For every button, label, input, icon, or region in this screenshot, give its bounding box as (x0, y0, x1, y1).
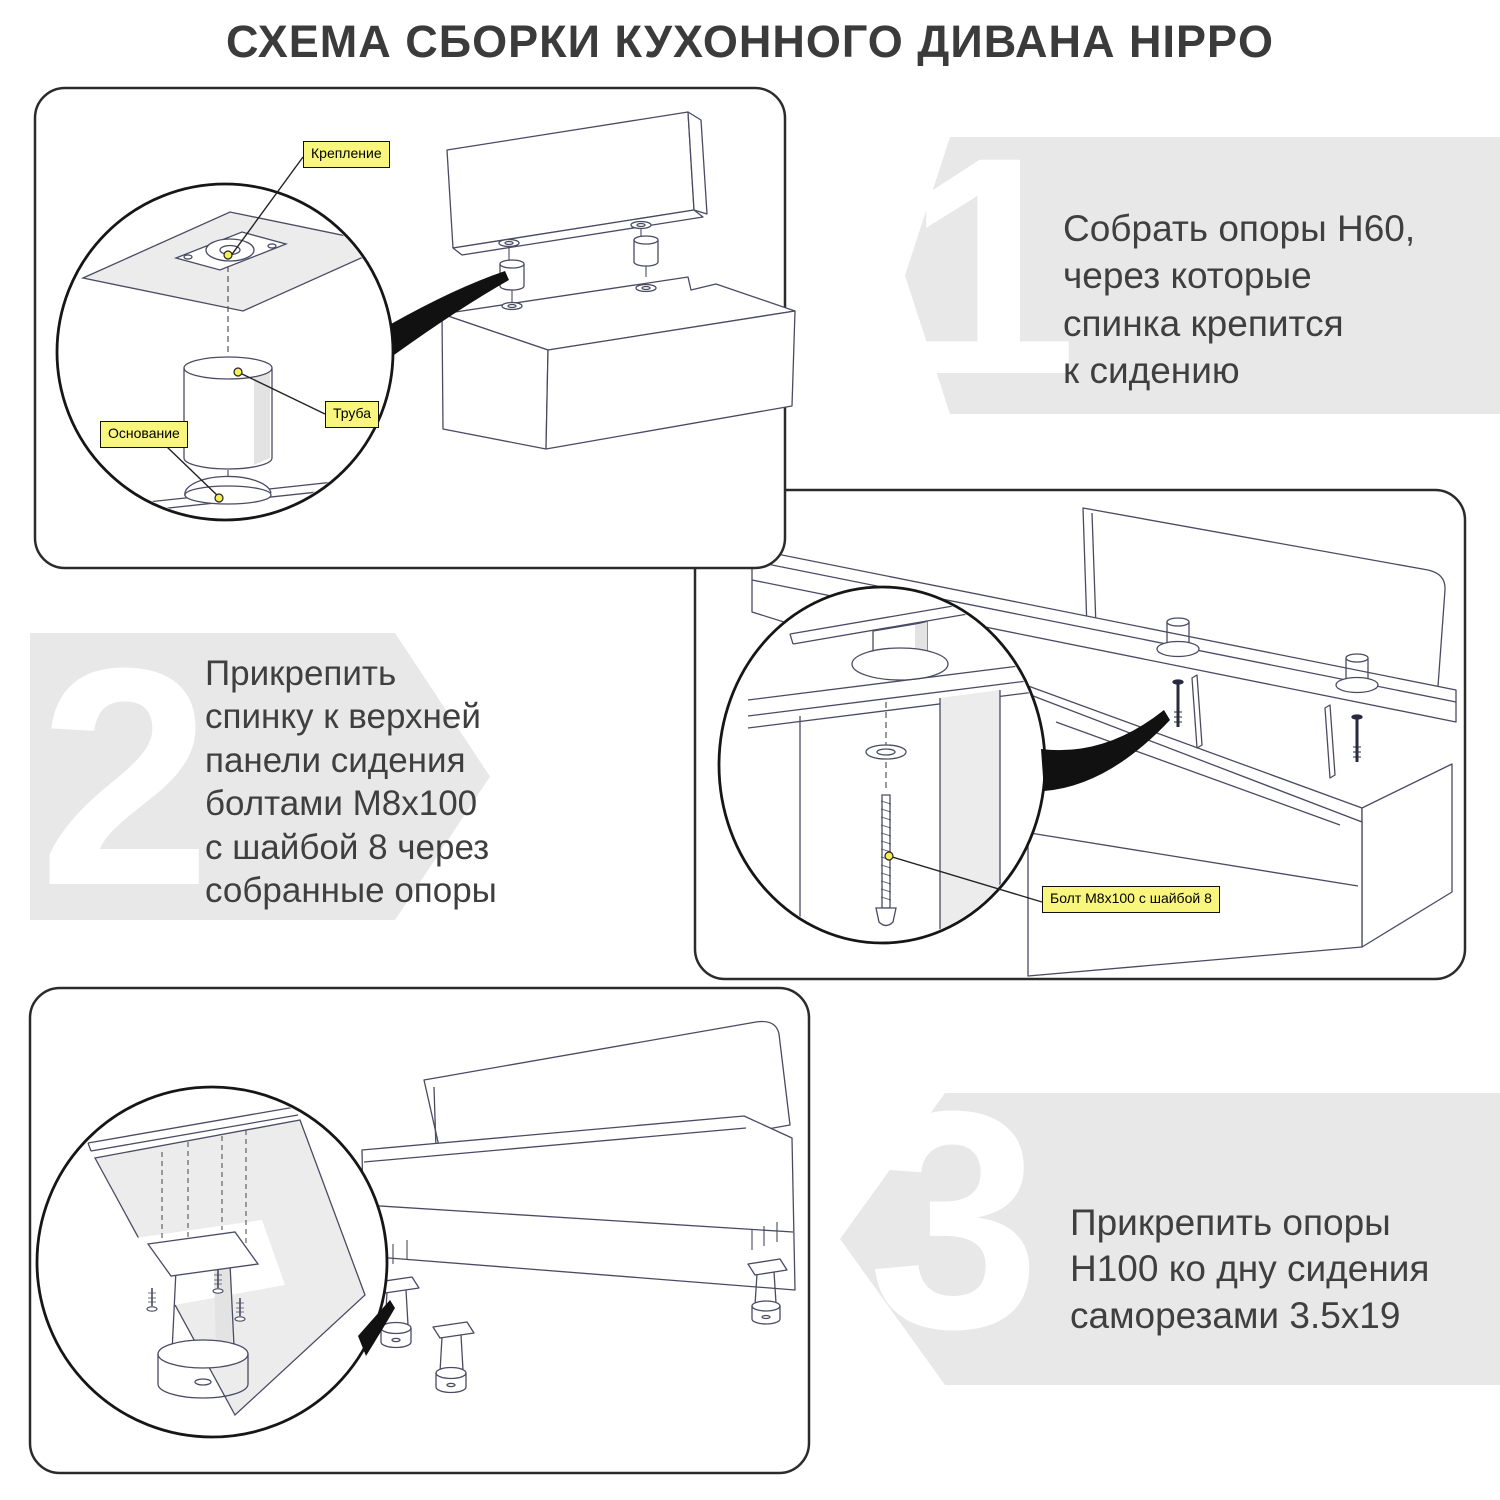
marker-dot-bolt (884, 851, 894, 861)
detail-circle-contents (80, 211, 391, 517)
support-h60-right (1335, 653, 1379, 694)
marker-dot-krepenie (223, 250, 233, 260)
backrest-seat-exploded-drawing (441, 111, 796, 450)
page-title-main: СХЕМА СБОРКИ КУХОННОГО ДИВАНА (225, 16, 1116, 67)
step-1-arrow-shape (905, 137, 1500, 414)
callout-label-bolt: Болт М8х100 с шайбой 8 (1042, 886, 1220, 913)
callout-label-osnovanie: Основание (100, 421, 188, 448)
support-h60-left (1156, 617, 1200, 658)
step-1-number: 1 (905, 92, 1077, 439)
marker-dot-truba (233, 367, 243, 377)
callout-wedge-step2 (1041, 710, 1170, 791)
bolt-right (1351, 714, 1363, 762)
detail-circle-leg-contents (87, 1106, 366, 1417)
callout-wedge-step1 (391, 271, 509, 355)
step-2-arrow-shape (30, 633, 490, 920)
bolt-left (1172, 679, 1184, 727)
spacer-supports (499, 235, 659, 303)
leg-front-right (747, 1258, 788, 1325)
panel-step-1 (33, 86, 796, 570)
marker-dot-osnovanie (214, 493, 224, 503)
panel-step-3 (28, 986, 811, 1475)
callout-label-krepenie: Крепление (303, 141, 390, 168)
leader-lines (165, 156, 326, 498)
step-2-number: 2 (38, 603, 211, 950)
page-title: СХЕМА СБОРКИ КУХОННОГО ДИВАНА HIPPO (0, 16, 1500, 68)
step-1-text: Собрать опоры Н60, через которые спинка … (1063, 208, 1416, 392)
step-3-arrow-shape (840, 1093, 1500, 1385)
screws-3-5x19 (146, 1270, 246, 1322)
sofa-legs-drawing (361, 1020, 796, 1394)
callout-wedge-step3 (358, 1300, 395, 1356)
leg-front-mid (432, 1321, 475, 1394)
page-title-brand: HIPPO (1128, 16, 1275, 67)
callout-label-truba: Труба (325, 401, 380, 428)
step-3-number: 3 (868, 1046, 1040, 1393)
leader-line-bolt (888, 855, 1043, 903)
step-2-text: Прикрепить спинку к верхней панели сиден… (205, 654, 497, 910)
step-3-text: Прикрепить опоры Н100 ко дну сидения сам… (1070, 1202, 1430, 1336)
